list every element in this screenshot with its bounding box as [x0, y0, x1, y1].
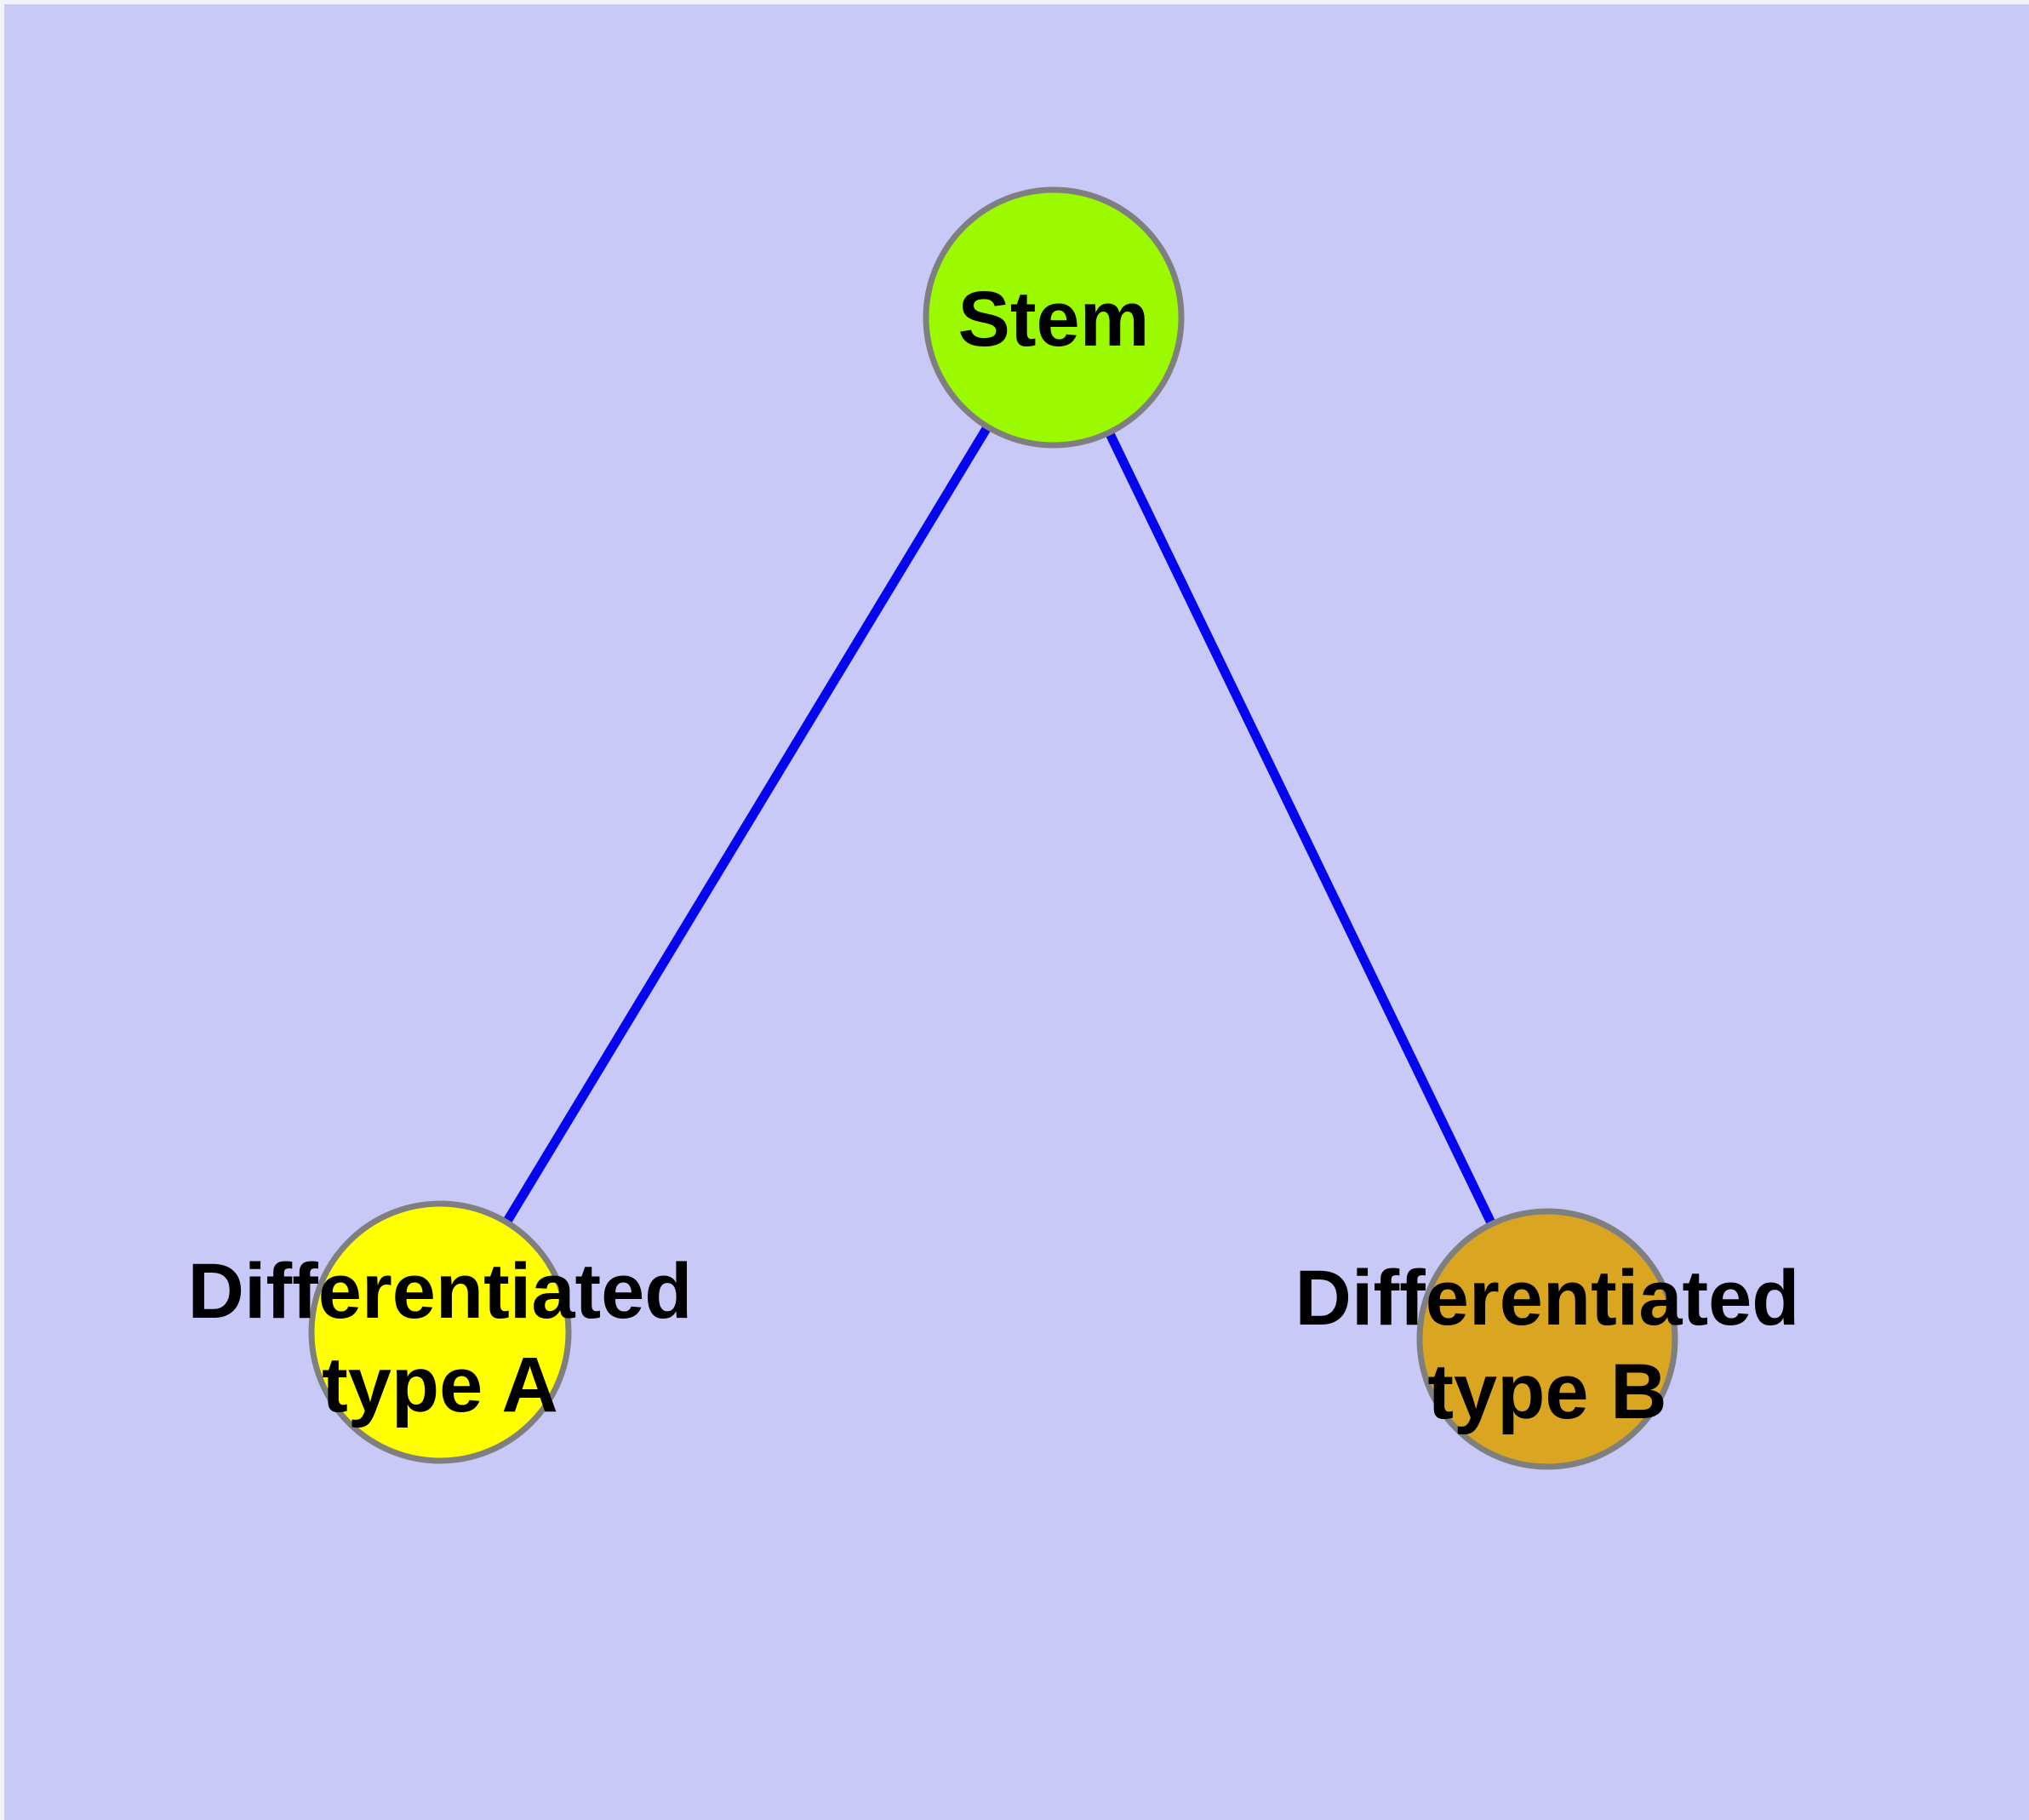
edge-stem-to-type-b	[1049, 315, 1552, 1342]
node-type-a-label-line2: type A	[322, 1342, 558, 1428]
node-type-b-circle	[1416, 1208, 1678, 1470]
node-stem-circle	[923, 186, 1185, 449]
edge-stem-to-type-a	[436, 315, 1058, 1335]
top-frame-strip	[0, 0, 2029, 4]
left-frame-strip	[0, 0, 4, 1820]
node-stem-label: Stem	[958, 276, 1150, 363]
node-type-b-label-line2: type B	[1427, 1348, 1666, 1435]
node-type-b-label-line1: Differentiated	[1295, 1255, 1800, 1342]
node-type-a-circle	[308, 1200, 572, 1464]
node-type-a-label-line1: Differentiated	[188, 1248, 693, 1335]
